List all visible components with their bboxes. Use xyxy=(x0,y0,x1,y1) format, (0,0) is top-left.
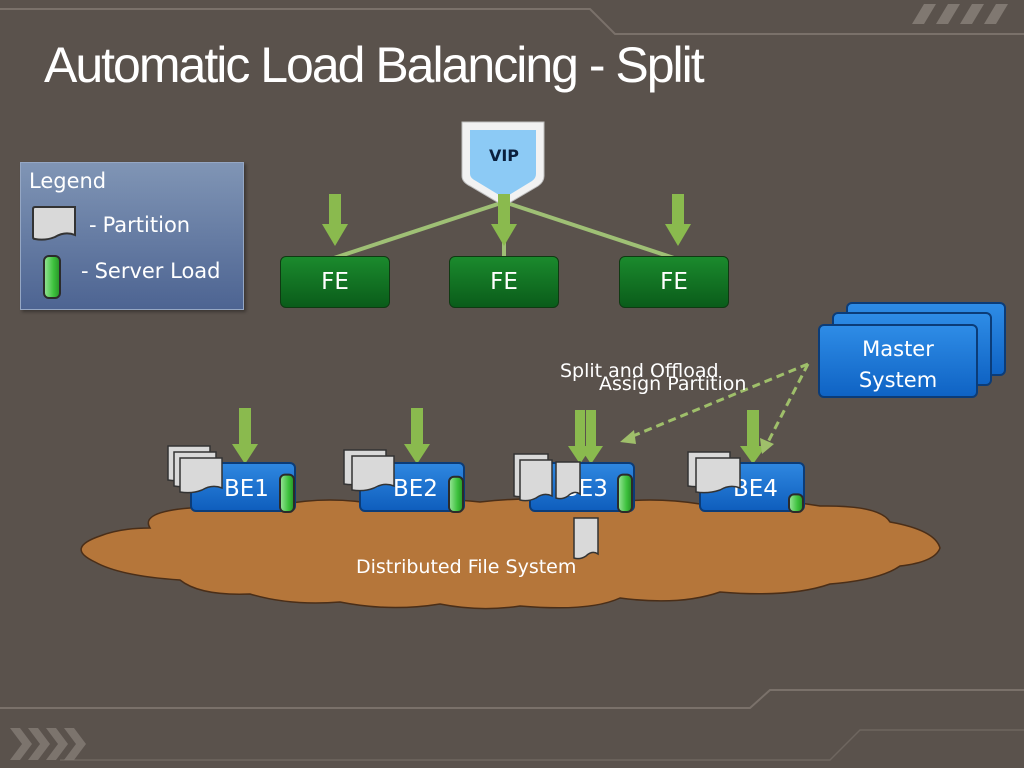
stripes-top-right-icon xyxy=(912,4,1008,24)
legend-dash: - xyxy=(89,213,97,237)
fe-box-2[interactable]: FE xyxy=(449,256,559,308)
be4-partition-stack xyxy=(687,451,741,494)
legend-server-load-label: -Server Load xyxy=(81,259,221,283)
arrow-be3b-icon xyxy=(579,410,603,464)
be2-partition-stack xyxy=(343,449,395,492)
arrow-fe2-icon xyxy=(491,194,517,246)
partition-icon xyxy=(519,459,553,502)
partition-icon xyxy=(555,461,581,500)
partition-icon xyxy=(695,457,741,494)
legend-dash: - xyxy=(81,259,89,283)
master-line2: System xyxy=(858,368,938,392)
master-card-front[interactable] xyxy=(818,324,978,398)
arrow-fe1-icon xyxy=(322,194,348,246)
server-load-bar-be4 xyxy=(788,493,804,513)
server-load-icon xyxy=(43,255,61,299)
legend-title: Legend xyxy=(29,169,107,193)
server-load-bar-be1 xyxy=(279,473,295,514)
partition-icon xyxy=(179,457,223,494)
server-load-bar-be2 xyxy=(448,475,464,513)
server-load-bar-be3 xyxy=(617,473,633,514)
partition-text: Partition xyxy=(102,213,191,237)
arrow-be2-icon xyxy=(404,408,430,464)
bottom-border-line xyxy=(0,689,1024,709)
slide-title: Automatic Load Balancing - Split xyxy=(44,37,705,93)
top-border-line xyxy=(0,8,1024,35)
be3-partition-stack xyxy=(513,453,599,560)
be1-partition-stack xyxy=(167,445,223,494)
partition-icon xyxy=(351,455,395,492)
legend-box: Legend -Partition -Server Load xyxy=(20,162,244,310)
fe-box-3[interactable]: FE xyxy=(619,256,729,308)
partition-icon xyxy=(32,206,76,241)
arrow-fe3-icon xyxy=(665,194,691,246)
legend-partition-label: -Partition xyxy=(89,213,190,237)
dfs-label: Distributed File System xyxy=(356,556,577,578)
arrow-be4-icon xyxy=(740,410,766,464)
split-offload-label: Split and Offload xyxy=(560,360,719,382)
master-line1: Master xyxy=(862,337,934,361)
chevrons-bottom-left-icon xyxy=(10,728,86,760)
partition-icon xyxy=(573,517,599,560)
server-load-text: Server Load xyxy=(94,259,221,283)
vip-label: VIP xyxy=(488,146,520,165)
master-system-label: Master System xyxy=(818,334,978,396)
arrow-be1-icon xyxy=(232,408,258,464)
fe-box-1[interactable]: FE xyxy=(280,256,390,308)
assign-partition-label: Assign Partition xyxy=(599,373,747,395)
bottom-border-line-2 xyxy=(60,729,1024,761)
